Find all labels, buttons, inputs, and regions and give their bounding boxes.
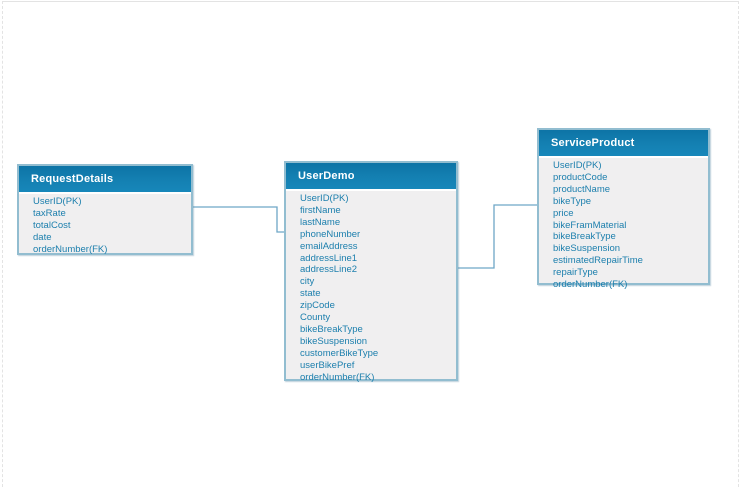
field-row: orderNumber(FK) — [33, 243, 108, 255]
field-row: bikeType — [553, 195, 592, 207]
field-row: estimatedRepairTime — [553, 255, 643, 267]
entity-title-service-product: ServiceProduct — [539, 130, 708, 156]
field-row: UserID(PK) — [553, 160, 602, 171]
field-row: userBikePref — [300, 359, 355, 371]
field-row: orderNumber(FK) — [553, 279, 628, 291]
entity-title-user-demo: UserDemo — [286, 163, 456, 189]
field-row: firstName — [300, 204, 341, 216]
field-row: totalCost — [33, 219, 71, 231]
field-row: addressLine2 — [300, 264, 358, 276]
connector-request-details-user-demo[interactable] — [193, 206, 284, 233]
field-row: date — [33, 231, 52, 243]
field-row: phoneNumber — [300, 228, 361, 240]
field-row: orderNumber(FK) — [300, 371, 375, 383]
field-row: productCode — [553, 171, 608, 183]
field-row: productName — [553, 183, 611, 195]
field-row: bikeSuspension — [553, 243, 621, 255]
field-row: County — [300, 312, 331, 324]
field-row: lastName — [300, 216, 341, 228]
field-row: taxRate — [33, 207, 66, 219]
field-row: emailAddress — [300, 240, 358, 252]
entity-title-request-details: RequestDetails — [19, 166, 191, 192]
field-row: city — [300, 276, 315, 288]
field-row: UserID(PK) — [33, 196, 82, 207]
field-row: zipCode — [300, 300, 335, 312]
field-row: bikeBreakType — [553, 231, 616, 243]
field-row: bikeFramMaterial — [553, 219, 627, 231]
field-row: bikeSuspension — [300, 335, 368, 347]
field-row: repairType — [553, 267, 598, 279]
field-row: bikeBreakType — [300, 323, 363, 335]
field-row: UserID(PK) — [300, 193, 349, 204]
connector-user-demo-service-product[interactable] — [458, 204, 537, 269]
field-row: addressLine1 — [300, 252, 358, 264]
field-row: state — [300, 288, 321, 300]
field-row: price — [553, 207, 574, 219]
field-row: customerBikeType — [300, 347, 379, 359]
